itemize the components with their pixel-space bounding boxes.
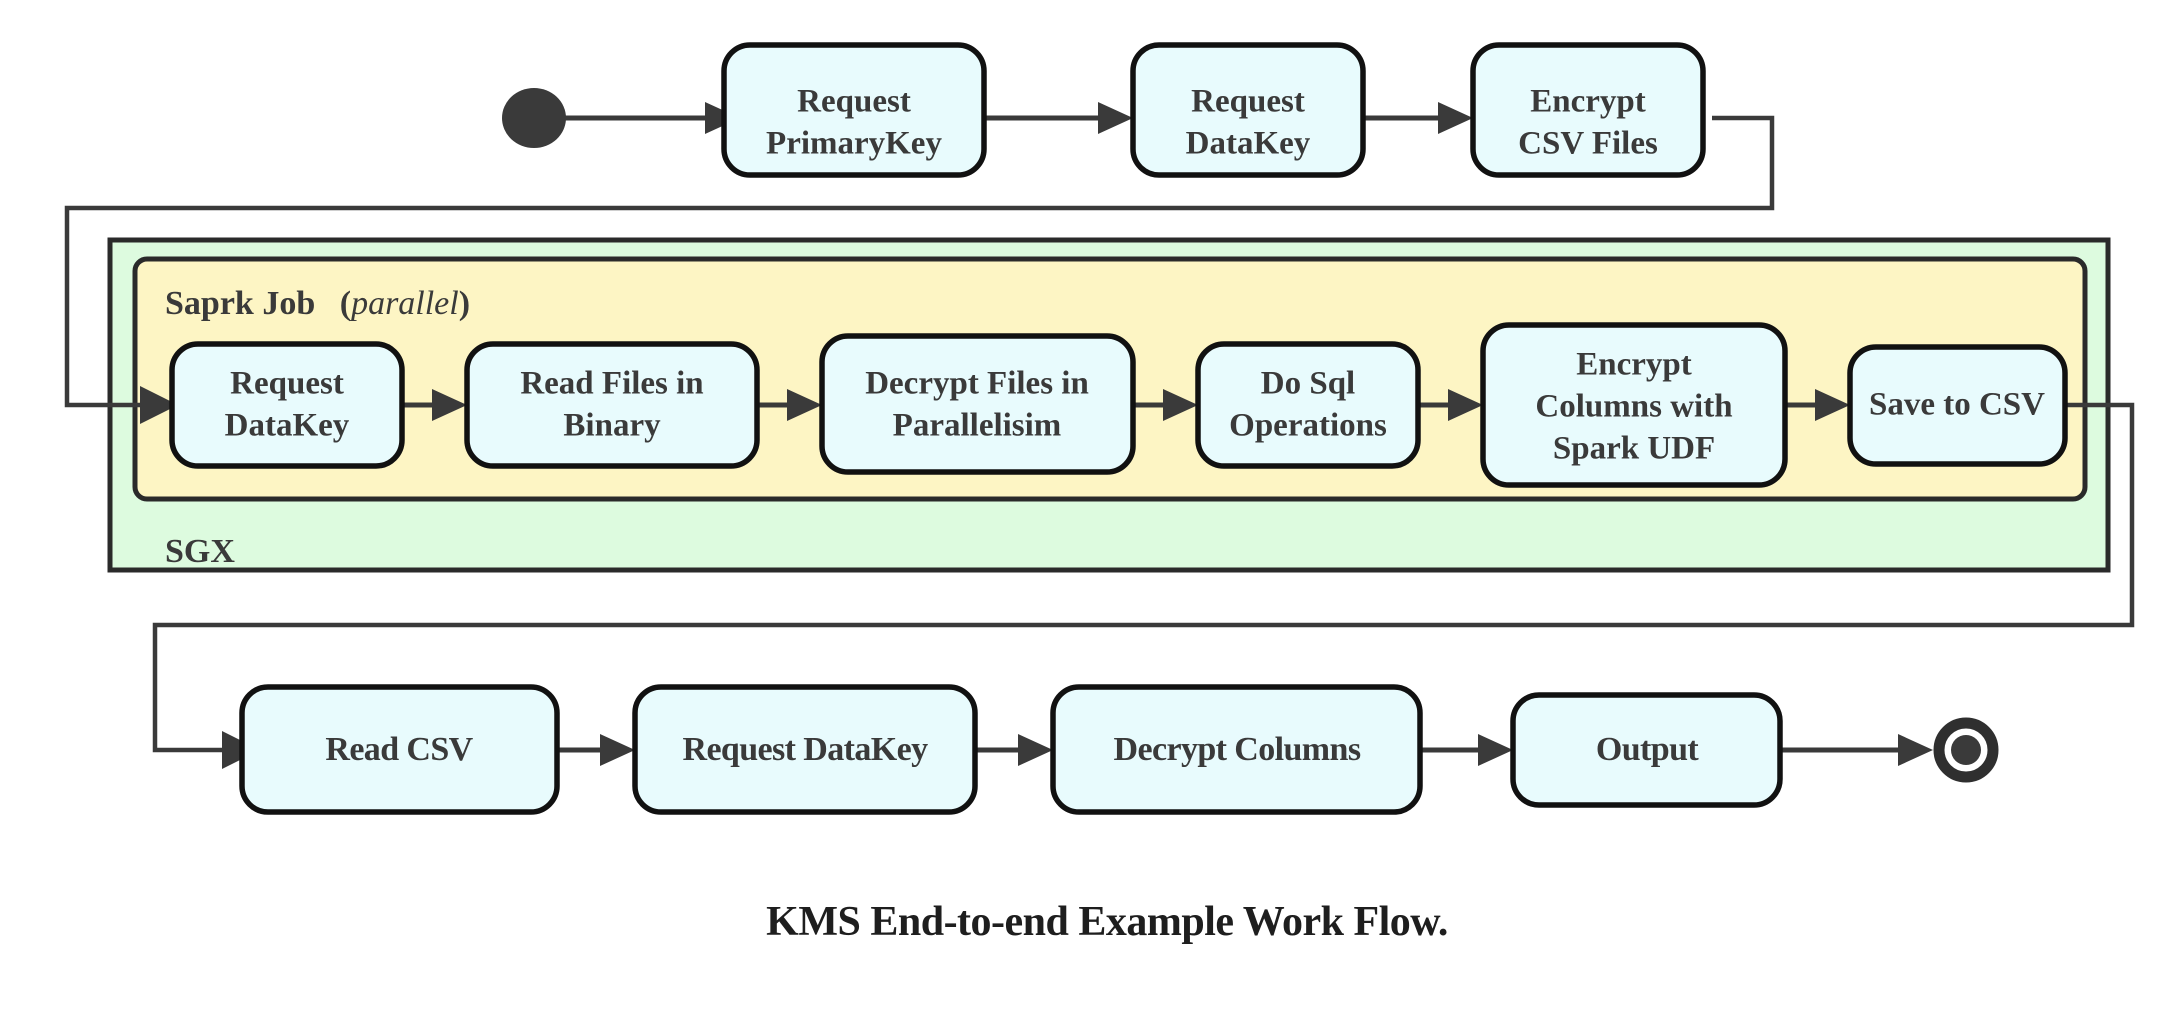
node-decrypt-files-in-parallelisim-shape	[819, 333, 1136, 475]
end-node-dot	[1951, 735, 1981, 765]
node-encrypt-columns-with-spark-udf-line-2: Columns with	[1535, 389, 1732, 425]
node-do-sql-operations-line-2: Operations	[1229, 408, 1387, 444]
node-request-datakey-spark[interactable]: Request DataKey	[169, 341, 405, 469]
arrow-head-encrypt-csv-to-spark-datakey	[140, 386, 178, 424]
node-decrypt-files-in-parallelisim-line-2: Parallelisim	[893, 408, 1062, 444]
node-decrypt-files-in-parallelisim-line-1: Decrypt Files in	[865, 366, 1089, 402]
node-save-to-csv[interactable]: Save to CSV	[1847, 344, 2068, 467]
node-do-sql-operations-line-1: Do Sql	[1261, 366, 1355, 402]
node-encrypt-csv-files-line-2: CSV Files	[1518, 126, 1658, 162]
node-request-datakey-spark-line-1: Request	[230, 366, 344, 402]
arrow-head-decrypt-parallel-to-do-sql	[1163, 389, 1198, 421]
node-request-datakey-bottom[interactable]: Request DataKey	[632, 684, 978, 815]
node-output[interactable]: Output	[1510, 692, 1783, 808]
end-node-ring	[1933, 717, 1999, 783]
arrow-head-spark-datakey-to-read-binary	[432, 389, 467, 421]
node-request-primarykey-line-1: Request	[797, 84, 911, 120]
node-read-files-in-binary-line-1: Read Files in	[520, 366, 703, 402]
node-request-datakey-top-line-2: DataKey	[1186, 126, 1311, 162]
end-node-icon	[1933, 717, 1999, 783]
node-decrypt-columns-shape	[1050, 684, 1423, 815]
connector-save-csv-to-read-csv	[152, 402, 2135, 753]
arrow-head-encrypt-columns-to-save-csv	[1815, 389, 1850, 421]
arrow-head-request-datakey-to-decrypt-columns	[1018, 734, 1053, 766]
node-decrypt-files-in-parallelisim[interactable]: Decrypt Files in Parallelisim	[819, 333, 1136, 475]
node-request-primarykey[interactable]: Request PrimaryKey	[721, 42, 987, 178]
start-node-icon	[502, 88, 566, 148]
node-encrypt-columns-with-spark-udf[interactable]: Encrypt Columns with Spark UDF	[1480, 322, 1788, 488]
spark-job-label-parallel: parallel	[349, 285, 459, 322]
node-request-primarykey-line-2: PrimaryKey	[766, 126, 942, 162]
arrow-head-primarykey-to-datakey	[1098, 102, 1133, 134]
node-decrypt-columns-label: Decrypt Columns	[1114, 731, 1361, 768]
node-request-datakey-spark-line-2: DataKey	[225, 408, 350, 444]
node-encrypt-columns-with-spark-udf-line-1: Encrypt	[1576, 347, 1692, 383]
node-save-to-csv-label: Save to CSV	[1869, 387, 2045, 423]
node-request-datakey-spark-shape	[169, 341, 405, 469]
node-read-files-in-binary[interactable]: Read Files in Binary	[464, 341, 760, 469]
node-save-to-csv-shape	[1847, 344, 2068, 467]
node-read-csv-shape	[239, 684, 560, 815]
node-output-shape	[1510, 692, 1783, 808]
spark-job-label-paren-open: (	[340, 285, 351, 322]
arrow-head-datakey-to-encrypt-csv	[1438, 102, 1473, 134]
diagram-caption: KMS End-to-end Example Work Flow.	[766, 899, 1448, 945]
arrow-head-do-sql-to-encrypt-columns	[1448, 389, 1483, 421]
arrow-head-read-csv-to-request-datakey	[600, 734, 635, 766]
node-request-datakey-top-line-1: Request	[1191, 84, 1305, 120]
node-decrypt-columns[interactable]: Decrypt Columns	[1050, 684, 1423, 815]
node-encrypt-columns-with-spark-udf-line-3: Spark UDF	[1553, 431, 1715, 467]
node-read-files-in-binary-line-2: Binary	[563, 408, 661, 444]
node-read-files-in-binary-shape	[464, 341, 760, 469]
node-request-datakey-bottom-label: Request DataKey	[682, 731, 928, 768]
sgx-label: SGX	[165, 533, 235, 570]
connector-encrypt-csv-to-spark-datakey	[64, 115, 1775, 408]
spark-job-label-main: Saprk Job	[165, 285, 315, 322]
arrow-head-decrypt-columns-to-output	[1478, 734, 1513, 766]
node-do-sql-operations-shape	[1195, 341, 1421, 469]
node-encrypt-csv-files-line-1: Encrypt	[1530, 84, 1646, 120]
spark-job-label-paren-close: )	[459, 285, 470, 322]
node-request-datakey-bottom-shape	[632, 684, 978, 815]
node-encrypt-columns-with-spark-udf-shape	[1480, 322, 1788, 488]
node-read-csv[interactable]: Read CSV	[239, 684, 560, 815]
node-do-sql-operations[interactable]: Do Sql Operations	[1195, 341, 1421, 469]
arrow-head-output-to-end	[1898, 734, 1933, 766]
node-read-csv-label: Read CSV	[325, 731, 473, 768]
node-request-primarykey-shape	[721, 42, 987, 178]
node-output-label: Output	[1596, 731, 1699, 768]
node-encrypt-csv-files[interactable]: Encrypt CSV Files	[1470, 42, 1706, 178]
node-request-datakey-top-shape	[1130, 42, 1366, 178]
arrow-head-read-binary-to-decrypt-parallel	[787, 389, 822, 421]
spark-job-label: Saprk Job (parallel)	[165, 285, 470, 322]
node-request-datakey-top[interactable]: Request DataKey	[1130, 42, 1366, 178]
node-encrypt-csv-files-shape	[1470, 42, 1706, 178]
